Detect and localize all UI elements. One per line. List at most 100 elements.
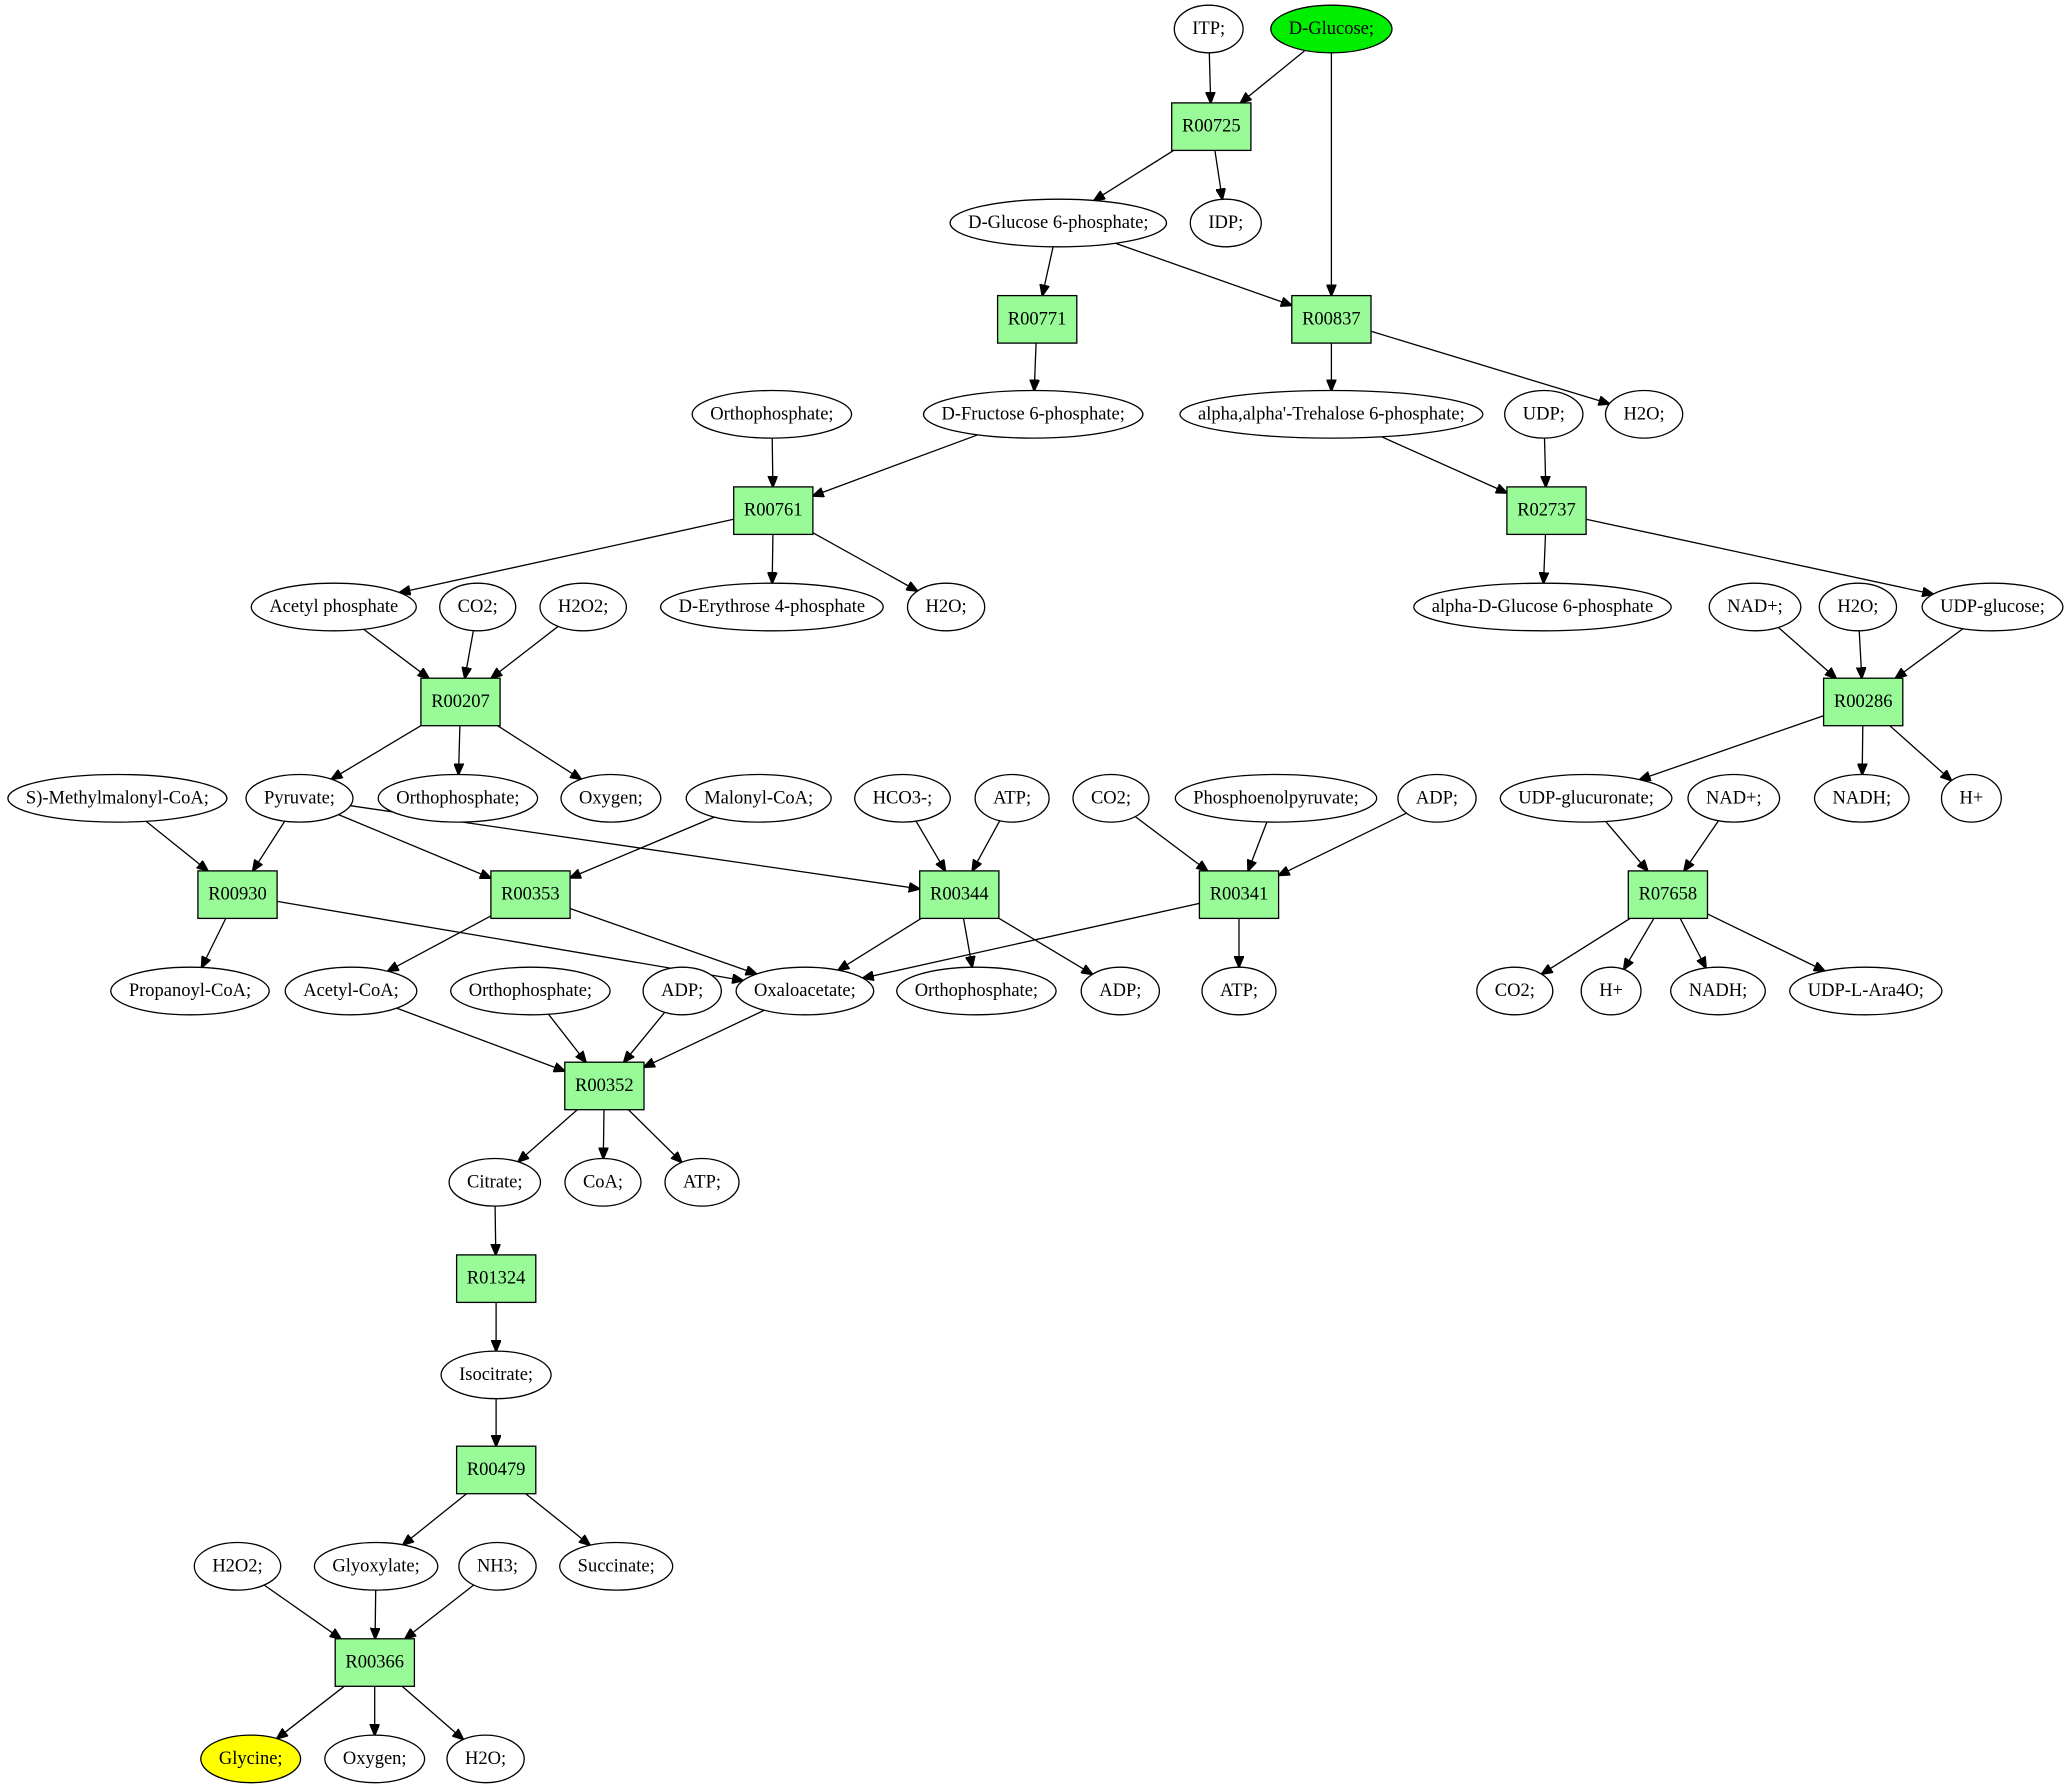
metabolite-node-trehalose6p[interactable]: alpha,alpha'-Trehalose 6-phosphate;	[1179, 389, 1484, 439]
metabolite-label: H2O;	[1624, 404, 1665, 424]
metabolite-node-glyoxylate[interactable]: Glyoxylate;	[313, 1541, 439, 1591]
metabolite-node-adp_a[interactable]: ADP;	[1397, 773, 1477, 823]
metabolite-node-glycine[interactable]: Glycine;	[200, 1734, 302, 1784]
metabolite-node-oxaloacetate[interactable]: Oxaloacetate;	[735, 966, 875, 1016]
metabolite-node-pep[interactable]: Phosphoenolpyruvate;	[1174, 773, 1378, 823]
reaction-node-r00341[interactable]: R00341	[1198, 870, 1280, 920]
metabolite-node-acetylphos[interactable]: Acetyl phosphate	[250, 582, 417, 632]
metabolite-node-methylmalonyl[interactable]: S)-Methylmalonyl-CoA;	[7, 773, 228, 823]
metabolite-node-h2o_d[interactable]: H2O;	[446, 1734, 525, 1784]
reaction-node-r00286[interactable]: R00286	[1822, 677, 1904, 727]
edge-g6p-to-R00837	[1115, 242, 1291, 305]
metabolite-node-atp_b[interactable]: ATP;	[1201, 966, 1277, 1016]
metabolite-node-adp_b[interactable]: ADP;	[642, 966, 722, 1016]
metabolite-node-pyruvate[interactable]: Pyruvate;	[245, 773, 354, 823]
metabolite-node-udpglucose[interactable]: UDP-glucose;	[1921, 582, 2064, 632]
metabolite-node-citrate[interactable]: Citrate;	[448, 1157, 542, 1207]
metabolite-node-nh3[interactable]: NH3;	[458, 1541, 537, 1591]
metabolite-label: HCO3-;	[873, 788, 933, 808]
edge-R00207-to-orthophos2	[459, 725, 460, 775]
metabolite-node-propanoyl[interactable]: Propanoyl-CoA;	[110, 966, 270, 1016]
metabolite-node-adg6p[interactable]: alpha-D-Glucose 6-phosphate	[1413, 582, 1672, 632]
metabolite-node-orthophos4[interactable]: Orthophosphate;	[896, 966, 1057, 1016]
metabolite-node-h2o_b[interactable]: H2O;	[906, 582, 986, 632]
metabolite-node-atp_a[interactable]: ATP;	[974, 773, 1050, 823]
metabolite-label: alpha-D-Glucose 6-phosphate	[1432, 597, 1653, 617]
metabolite-label: UDP-glucose;	[1940, 597, 2045, 617]
metabolite-node-udparabinose[interactable]: UDP-L-Ara4O;	[1789, 966, 1943, 1016]
metabolite-ellipse	[1789, 966, 1943, 1016]
metabolite-node-nadh_a[interactable]: NADH;	[1813, 773, 1910, 823]
metabolite-node-h2o_c[interactable]: H2O;	[1818, 582, 1898, 632]
metabolite-node-nadh_b[interactable]: NADH;	[1670, 966, 1766, 1016]
edge-pep-to-R00341	[1248, 821, 1268, 871]
metabolite-node-malonyl[interactable]: Malonyl-CoA;	[685, 773, 832, 823]
metabolite-node-co2_a[interactable]: CO2;	[439, 582, 517, 632]
metabolite-node-h2o2_a[interactable]: H2O2;	[539, 582, 628, 632]
metabolite-ellipse	[1813, 773, 1910, 823]
reaction-node-r00353[interactable]: R00353	[490, 870, 571, 920]
metabolite-ellipse	[1080, 966, 1161, 1016]
edge-R07658-to-co2_c	[1542, 917, 1631, 974]
reaction-label: R00344	[930, 885, 989, 905]
metabolite-node-hplus_a[interactable]: H+	[1940, 773, 2002, 823]
metabolite-node-co2_b[interactable]: CO2;	[1072, 773, 1150, 823]
reaction-label: R00725	[1182, 117, 1241, 137]
metabolite-node-oxygen_a[interactable]: Oxygen;	[560, 773, 662, 823]
reaction-node-r00837[interactable]: R00837	[1291, 294, 1372, 344]
metabolite-node-isocitrate[interactable]: Isocitrate;	[440, 1350, 552, 1400]
reaction-label: R07658	[1639, 885, 1698, 905]
metabolite-ellipse	[559, 1541, 674, 1591]
reaction-node-r00352[interactable]: R00352	[564, 1061, 645, 1111]
metabolite-node-orthophos2[interactable]: Orthophosphate;	[377, 773, 539, 823]
metabolite-node-nadp_b[interactable]: NAD+;	[1687, 773, 1781, 823]
metabolite-node-itp[interactable]: ITP;	[1173, 4, 1244, 54]
metabolite-node-oxygen_b[interactable]: Oxygen;	[324, 1734, 426, 1784]
edge-R00366-to-h2o_d	[401, 1685, 463, 1739]
metabolite-node-g6p[interactable]: D-Glucose 6-phosphate;	[949, 198, 1168, 248]
metabolite-node-orthophos3[interactable]: Orthophosphate;	[450, 966, 611, 1016]
metabolite-label: ADP;	[1099, 981, 1141, 1001]
metabolite-node-acetylcoa[interactable]: Acetyl-CoA;	[284, 966, 418, 1016]
reaction-node-r00366[interactable]: R00366	[334, 1638, 416, 1687]
reaction-node-r00725[interactable]: R00725	[1171, 102, 1252, 152]
metabolite-node-e4p[interactable]: D-Erythrose 4-phosphate	[659, 582, 884, 632]
metabolite-node-atp_c[interactable]: ATP;	[664, 1157, 740, 1207]
edge-R00725-to-g6p	[1094, 149, 1174, 200]
reaction-box	[455, 1254, 537, 1304]
metabolite-ellipse	[193, 1541, 282, 1591]
reaction-node-r00344[interactable]: R00344	[919, 870, 1000, 920]
metabolite-ellipse	[1174, 773, 1378, 823]
metabolite-label: UDP;	[1523, 404, 1565, 424]
metabolite-node-h2o_a[interactable]: H2O;	[1604, 389, 1684, 439]
edge-acetylcoa-to-R00352	[396, 1007, 565, 1071]
reaction-node-r00930[interactable]: R00930	[197, 870, 278, 920]
metabolite-node-udpglucuronate[interactable]: UDP-glucuronate;	[1499, 773, 1673, 823]
reaction-node-r00761[interactable]: R00761	[733, 486, 814, 536]
metabolite-node-udp[interactable]: UDP;	[1504, 389, 1584, 439]
reaction-node-r00207[interactable]: R00207	[420, 677, 501, 727]
metabolite-node-coa[interactable]: CoA;	[564, 1157, 642, 1207]
edge-co2_b-to-R00341	[1134, 816, 1207, 871]
metabolite-node-nadp_a[interactable]: NAD+;	[1708, 582, 1802, 632]
reaction-label: R00837	[1302, 309, 1361, 329]
metabolite-node-hco3[interactable]: HCO3-;	[854, 773, 951, 823]
reaction-node-r07658[interactable]: R07658	[1627, 870, 1709, 920]
reaction-node-r00771[interactable]: R00771	[996, 294, 1078, 344]
metabolite-node-idp[interactable]: IDP;	[1189, 198, 1262, 248]
reaction-node-r02737[interactable]: R02737	[1506, 486, 1587, 536]
metabolite-node-f6p[interactable]: D-Fructose 6-phosphate;	[922, 389, 1144, 439]
metabolite-node-succinate[interactable]: Succinate;	[559, 1541, 674, 1591]
metabolite-node-co2_c[interactable]: CO2;	[1476, 966, 1554, 1016]
metabolite-node-dglucose[interactable]: D-Glucose;	[1270, 4, 1393, 54]
metabolite-node-hplus_b[interactable]: H+	[1580, 966, 1642, 1016]
reaction-node-r01324[interactable]: R01324	[455, 1254, 537, 1304]
metabolite-label: H2O;	[926, 597, 967, 617]
metabolite-ellipse	[324, 1734, 426, 1784]
metabolite-node-orthophos1[interactable]: Orthophosphate;	[691, 389, 853, 439]
metabolite-node-adp_c[interactable]: ADP;	[1080, 966, 1161, 1016]
reaction-node-r00479[interactable]: R00479	[455, 1445, 537, 1495]
metabolite-node-h2o2_b[interactable]: H2O2;	[193, 1541, 282, 1591]
